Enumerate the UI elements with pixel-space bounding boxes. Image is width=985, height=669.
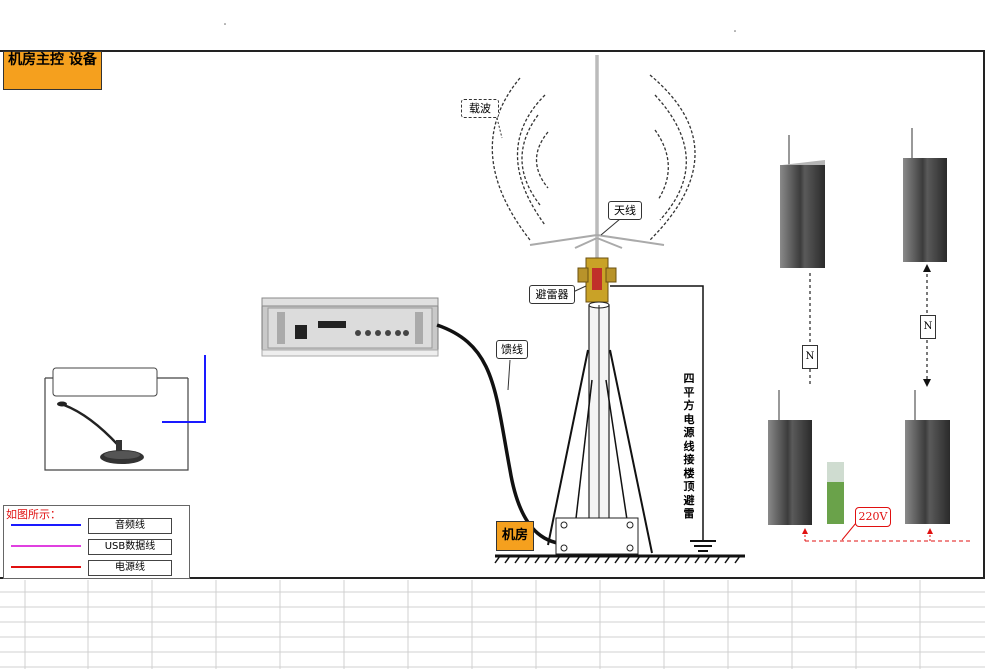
legend-line-power	[11, 566, 81, 568]
legend-line-audio	[11, 524, 81, 526]
mast	[547, 301, 653, 555]
top-band	[0, 0, 985, 52]
power-line-note: 四平方电源线接楼顶避雷	[683, 372, 695, 520]
lightning-arrester-label: 避雷器	[529, 285, 575, 304]
n-label-right: N	[920, 315, 936, 339]
audio-line	[162, 355, 206, 423]
page-title: 机房主控 设备	[3, 51, 102, 90]
legend-item-power: 电源线	[88, 560, 172, 576]
amplifier-unit	[261, 297, 439, 357]
carrier-waves	[491, 74, 696, 241]
speaker-top-left	[780, 135, 825, 268]
diagram-canvas	[44, 23, 972, 564]
ground-symbol	[690, 540, 716, 552]
legend-item-usb: USB数据线	[88, 539, 172, 555]
legend: 如图所示： 音频线 USB数据线 电源线	[3, 505, 190, 579]
antenna	[529, 55, 665, 258]
spreadsheet-grid	[0, 580, 985, 669]
machine-room-label: 机房	[496, 521, 534, 551]
voltage-label: 220V	[855, 507, 891, 527]
main-border	[0, 50, 985, 579]
n-label-left: N	[802, 345, 818, 369]
speaker-bottom-left	[768, 390, 812, 525]
speaker-top-right	[903, 128, 947, 262]
antenna-label: 天线	[608, 201, 642, 220]
legend-item-audio: 音频线	[88, 518, 172, 534]
ground-wire	[610, 285, 704, 540]
speaker-bottom-right	[905, 390, 950, 524]
legend-title: 如图所示：	[6, 508, 61, 521]
feeder-line-label: 馈线	[496, 340, 528, 359]
legend-line-usb	[11, 545, 81, 547]
carrier-wave-label: 载波	[461, 99, 499, 118]
microphone-station	[44, 367, 189, 471]
ground-line	[494, 554, 745, 564]
lightning-arrester-device	[577, 257, 617, 303]
